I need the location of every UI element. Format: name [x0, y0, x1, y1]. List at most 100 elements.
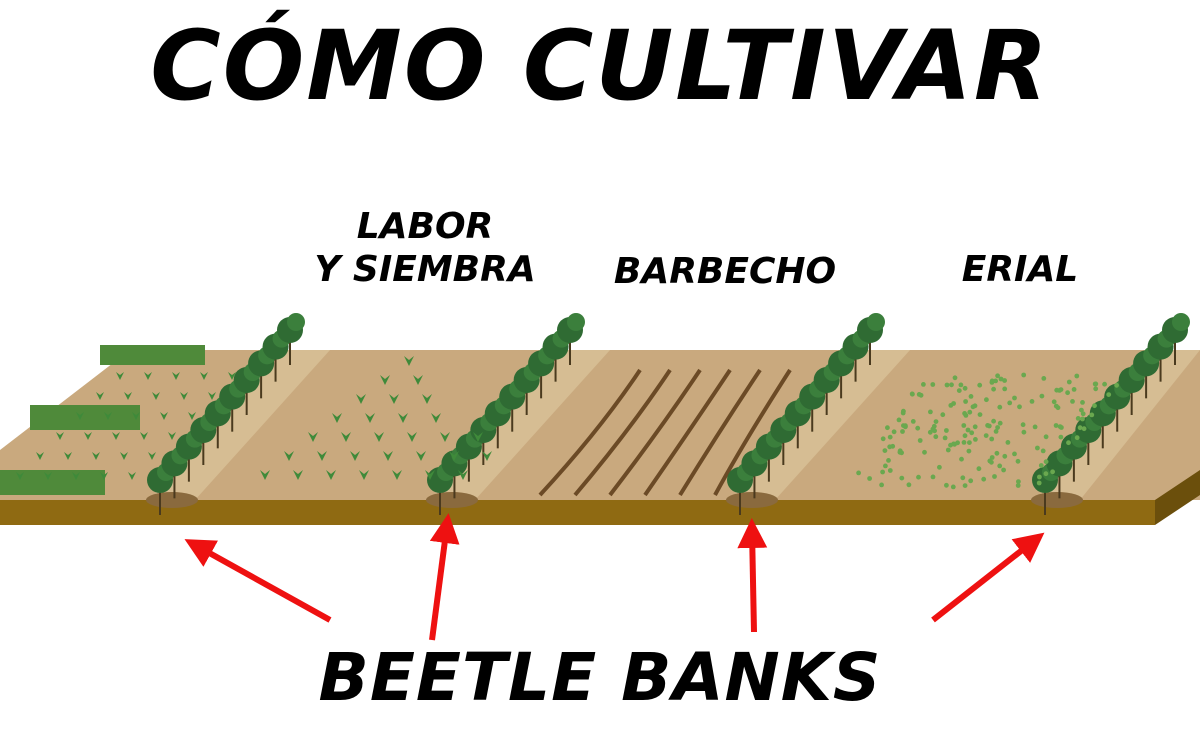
- crop-plant: [389, 394, 399, 404]
- seedling: [168, 432, 176, 440]
- weed: [997, 463, 1003, 469]
- weed: [1079, 407, 1084, 413]
- crop-plant: [260, 470, 270, 480]
- weed: [1037, 474, 1042, 480]
- weed: [992, 474, 997, 479]
- weed: [1001, 467, 1006, 473]
- seedling: [228, 372, 236, 380]
- seedling: [116, 372, 124, 380]
- weed: [944, 428, 949, 433]
- weed: [1038, 463, 1044, 468]
- weed: [961, 423, 967, 428]
- weed: [903, 423, 908, 429]
- crop-plant: [380, 375, 390, 385]
- weed: [944, 382, 950, 388]
- weed: [1066, 440, 1071, 446]
- tree: [557, 313, 585, 365]
- zone-label-barbecho: BARBECHO: [613, 251, 837, 292]
- weed: [991, 418, 996, 424]
- weed: [899, 475, 905, 481]
- crop-plant: [473, 432, 483, 442]
- seedling: [64, 452, 72, 460]
- weed: [1114, 382, 1119, 388]
- weed: [951, 401, 956, 406]
- weed: [997, 404, 1003, 410]
- hedge-area: [0, 345, 205, 495]
- fallow-furrows: [538, 368, 792, 497]
- weed: [1070, 399, 1075, 404]
- weed: [856, 470, 861, 476]
- weed: [891, 429, 897, 435]
- crop-plant: [413, 375, 423, 385]
- zone-label-erial: ERIAL: [961, 249, 1079, 290]
- weed: [885, 425, 890, 431]
- weed: [1041, 376, 1047, 381]
- weed: [985, 423, 990, 428]
- weed: [1053, 423, 1059, 428]
- weed: [930, 474, 936, 480]
- weed: [950, 484, 956, 490]
- weed: [1092, 403, 1097, 409]
- page-title: CÓMO CULTIVAR: [150, 10, 1050, 122]
- weed: [1093, 381, 1099, 387]
- tree: [857, 313, 885, 365]
- crop-plant: [374, 432, 384, 442]
- weed: [1007, 400, 1013, 406]
- weed: [952, 375, 958, 381]
- seedling: [120, 452, 128, 460]
- crop-plant: [392, 470, 402, 480]
- weed: [882, 448, 888, 453]
- weed: [948, 442, 953, 448]
- weed: [1015, 458, 1021, 464]
- weed: [983, 433, 989, 438]
- weed: [1032, 424, 1038, 430]
- weed: [896, 417, 902, 423]
- weed: [987, 458, 993, 464]
- weed: [900, 429, 905, 434]
- seedling: [124, 392, 132, 400]
- weed: [945, 447, 951, 453]
- crop-plant: [359, 470, 369, 480]
- field-side-edge: [1155, 470, 1200, 525]
- weed: [916, 392, 922, 397]
- weed: [1093, 386, 1099, 392]
- seedling: [84, 432, 92, 440]
- weed: [1077, 425, 1083, 431]
- seedling: [72, 472, 80, 480]
- seedling: [140, 432, 148, 440]
- weed: [1081, 426, 1087, 432]
- weed: [1080, 400, 1085, 405]
- weed: [967, 409, 973, 415]
- weed: [933, 434, 939, 440]
- crop-plant: [365, 413, 375, 423]
- zone-label-labor-line2: Y SIEMBRA: [314, 249, 536, 291]
- weed: [1005, 440, 1011, 445]
- crop-plant: [482, 451, 492, 461]
- crop-plant: [341, 432, 351, 442]
- arrow-1: [184, 539, 332, 623]
- weed: [1016, 479, 1021, 484]
- weed: [958, 382, 964, 388]
- weed-patches: [856, 372, 1119, 490]
- weed: [995, 425, 1000, 430]
- weed: [928, 409, 933, 415]
- weed: [899, 450, 904, 456]
- weed: [1039, 393, 1045, 399]
- weed: [927, 429, 933, 435]
- crop-plant: [308, 432, 318, 442]
- weed: [993, 378, 998, 384]
- weed: [867, 476, 872, 481]
- weed: [1002, 453, 1008, 459]
- seedling: [96, 392, 104, 400]
- arrow-2: [429, 513, 460, 641]
- weed: [973, 437, 978, 442]
- seedling: [208, 392, 216, 400]
- weed: [998, 376, 1004, 382]
- weed: [970, 404, 976, 410]
- seedling: [112, 432, 120, 440]
- weed: [906, 482, 912, 488]
- tree: [1162, 313, 1190, 365]
- arrow-3: [737, 518, 768, 633]
- weed: [963, 399, 968, 404]
